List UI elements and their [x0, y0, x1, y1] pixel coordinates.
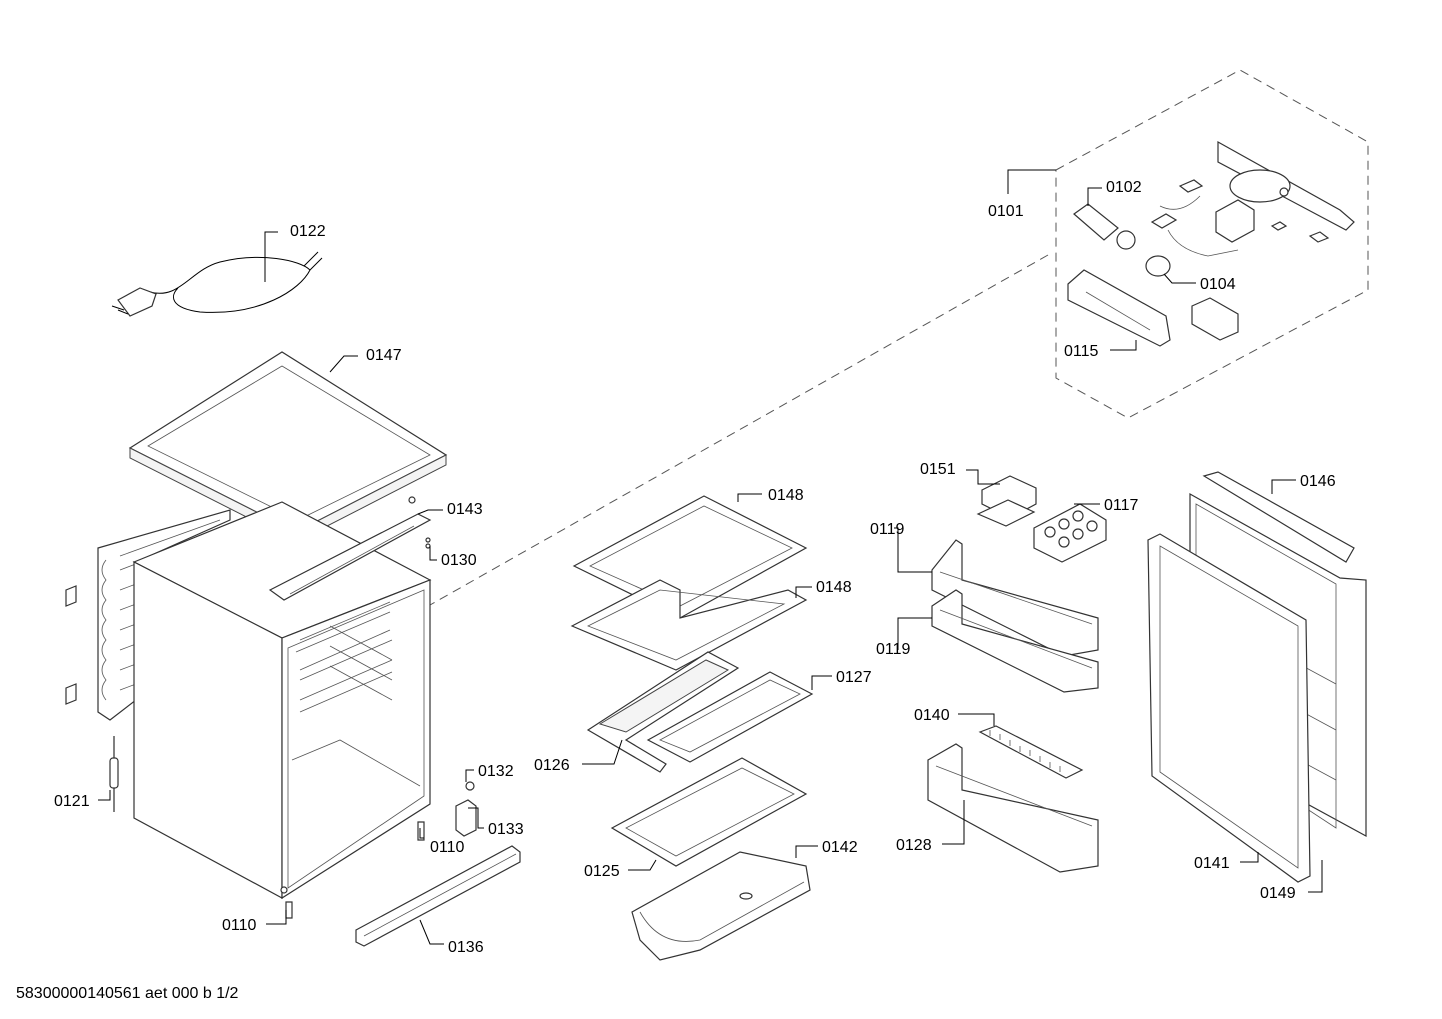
door-bin-large — [927, 743, 1099, 873]
callout-0149: 0149 — [1260, 885, 1296, 902]
callout-0102: 0102 — [1106, 179, 1142, 196]
callout-0148-upper: 0148 — [768, 487, 804, 504]
crisper-cover-frame — [586, 651, 814, 773]
thermostat-knob — [1145, 255, 1171, 277]
callout-0101: 0101 — [988, 203, 1024, 220]
hinge-parts — [285, 781, 477, 919]
lamp-cover — [1067, 269, 1171, 347]
callout-0117: 0117 — [1104, 497, 1139, 514]
lamp-bulb — [1073, 203, 1136, 250]
glass-shelf-lower — [570, 579, 808, 671]
callout-0143: 0143 — [447, 501, 483, 518]
callout-leaders — [98, 169, 1323, 945]
callout-0130: 0130 — [441, 552, 477, 569]
drawing-reference: 58300000140561 aet 000 b 1/2 — [16, 985, 239, 1002]
switch-block — [1191, 297, 1239, 341]
crisper-drawer — [631, 851, 811, 961]
callout-0146: 0146 — [1300, 473, 1336, 490]
callout-0132: 0132 — [478, 763, 514, 780]
callout-0110-foot: 0110 — [222, 917, 257, 934]
door-bin-upper — [931, 539, 1099, 657]
callout-0133: 0133 — [488, 821, 524, 838]
callout-0128: 0128 — [896, 837, 932, 854]
callout-0151: 0151 — [920, 461, 956, 478]
callout-0119-lower: 0119 — [876, 641, 911, 658]
base-grille — [355, 845, 521, 947]
glass-plate — [610, 757, 808, 867]
cabinet-body — [65, 501, 432, 900]
power-cord — [111, 251, 323, 317]
callout-labels: 0122 0147 0143 0130 0121 0132 0133 0110 … — [54, 179, 1336, 956]
callout-0104: 0104 — [1200, 276, 1236, 293]
egg-tray — [1033, 503, 1107, 563]
callout-0127: 0127 — [836, 669, 872, 686]
egg-tray-small — [976, 475, 1037, 527]
callout-0147: 0147 — [366, 347, 402, 364]
callout-0119-upper: 0119 — [870, 521, 905, 538]
callout-0125: 0125 — [584, 863, 620, 880]
top-plate — [128, 351, 448, 543]
top-hinge-rail — [268, 496, 432, 601]
lamp-housing — [1217, 140, 1355, 231]
callout-0110-hinge: 0110 — [430, 839, 465, 856]
callout-0126: 0126 — [534, 757, 570, 774]
callout-0140: 0140 — [914, 707, 950, 724]
callout-0115: 0115 — [1064, 343, 1099, 360]
callout-0142: 0142 — [822, 839, 858, 856]
door-bin-middle — [931, 589, 1099, 693]
thermostat-parts — [1150, 179, 1330, 257]
sensor-capsule — [109, 736, 119, 812]
callout-0121: 0121 — [54, 793, 90, 810]
callout-0148-lower: 0148 — [816, 579, 852, 596]
bottle-rack — [978, 725, 1084, 779]
detail-box-outline — [429, 69, 1369, 606]
callout-0141: 0141 — [1194, 855, 1230, 872]
callout-0122: 0122 — [290, 223, 326, 240]
callout-0136: 0136 — [448, 939, 484, 956]
door-gasket — [1147, 533, 1311, 883]
